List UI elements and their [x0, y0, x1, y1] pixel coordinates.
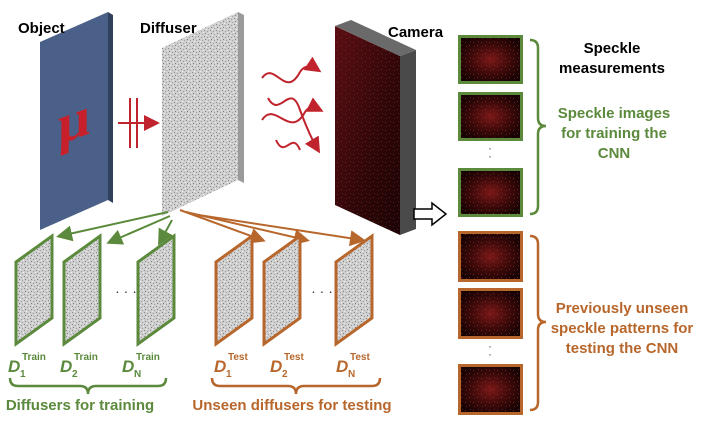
label-d-test-2: D Test 2: [270, 352, 304, 380]
d-sub: N: [134, 369, 141, 380]
diffuser-label: Diffuser: [140, 20, 197, 37]
d-sup: Test: [350, 352, 370, 363]
diffuser-test-1: [216, 236, 252, 344]
train-images-brace: [530, 40, 546, 214]
d-letter: D: [8, 357, 20, 376]
object-panel: μ: [40, 12, 113, 230]
diffuser-train-2: [64, 236, 100, 344]
diffusers-training-label: Diffusers for training: [6, 397, 154, 414]
test-images-brace: [530, 236, 546, 410]
speckle-test-images: · ·: [458, 231, 523, 415]
d-letter: D: [336, 357, 348, 376]
label-d-test-1: D Test 1: [214, 352, 248, 380]
d-letter: D: [270, 357, 282, 376]
object-label: Object: [18, 20, 65, 37]
speckle-image: [458, 35, 523, 84]
d-sub: 1: [20, 369, 26, 380]
test-diffusers-brace: [212, 378, 380, 394]
collimated-light: [118, 98, 156, 148]
d-sup: Test: [284, 352, 304, 363]
camera: [335, 20, 416, 235]
label-d-train-2: D Train 2: [60, 352, 98, 380]
train-arrows: [60, 212, 172, 242]
diffusers-testing-label: Unseen diffusers for testing: [192, 397, 391, 414]
d-sup: Train: [74, 352, 98, 363]
speckle-image: [458, 288, 523, 339]
d-letter: D: [60, 357, 72, 376]
d-sub: 1: [226, 369, 232, 380]
scattered-light: [262, 67, 320, 151]
testing-diffusers: · · ·: [216, 236, 372, 344]
d-sub: N: [348, 369, 355, 380]
vertical-ellipsis: ·: [488, 347, 492, 361]
d-letter: D: [214, 357, 226, 376]
train-note: Speckle images: [558, 105, 671, 122]
test-note: Previously unseen: [556, 300, 689, 317]
train-diffusers-brace: [10, 378, 166, 394]
object-glyph: μ: [58, 83, 90, 158]
diffuser-test-2: [264, 236, 300, 344]
camera-output-arrow: [414, 203, 446, 225]
train-note: CNN: [598, 145, 631, 162]
speckle-image: [458, 168, 523, 217]
d-sup: Test: [228, 352, 248, 363]
camera-label: Camera: [388, 24, 444, 41]
speckle-title: Speckle: [584, 40, 641, 57]
diffuser-train-n: [138, 236, 174, 344]
label-d-train-n: D Train N: [122, 352, 160, 380]
label-d-train-1: D Train 1: [8, 352, 46, 380]
vertical-ellipsis: ·: [488, 149, 492, 163]
speckle-image: [458, 364, 523, 415]
test-note: testing the CNN: [566, 340, 679, 357]
d-letter: D: [122, 357, 134, 376]
speckle-title: measurements: [559, 60, 665, 77]
test-note: speckle patterns for: [551, 320, 694, 337]
diffuser-train-1: [16, 236, 52, 344]
horizontal-ellipsis: · · ·: [311, 283, 333, 299]
speckle-image: [458, 92, 523, 141]
label-d-test-n: D Test N: [336, 352, 370, 380]
speckle-image: [458, 231, 523, 282]
d-sup: Train: [136, 352, 160, 363]
training-diffusers: · · ·: [16, 236, 174, 344]
test-arrows: [180, 210, 362, 240]
d-sub: 2: [72, 369, 78, 380]
diffuser-panel: [162, 12, 244, 216]
d-sup: Train: [22, 352, 46, 363]
speckle-train-images: · ·: [458, 35, 523, 217]
horizontal-ellipsis: · · ·: [115, 283, 137, 299]
train-note: for training the: [561, 125, 667, 142]
diffuser-test-n: [336, 236, 372, 344]
d-sub: 2: [282, 369, 288, 380]
